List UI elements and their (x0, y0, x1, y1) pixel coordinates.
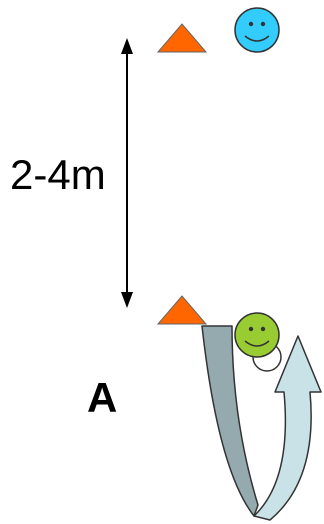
distance-label: 2-4m (10, 147, 106, 203)
green-player-icon (235, 313, 279, 357)
top-cone-icon (158, 24, 206, 52)
distance-arrow (121, 38, 133, 308)
arrowhead-up-icon (121, 38, 133, 54)
station-label: A (87, 370, 117, 426)
blue-player-icon (235, 8, 279, 52)
bottom-cone-icon (158, 296, 206, 324)
arrowhead-down-icon (121, 292, 133, 308)
